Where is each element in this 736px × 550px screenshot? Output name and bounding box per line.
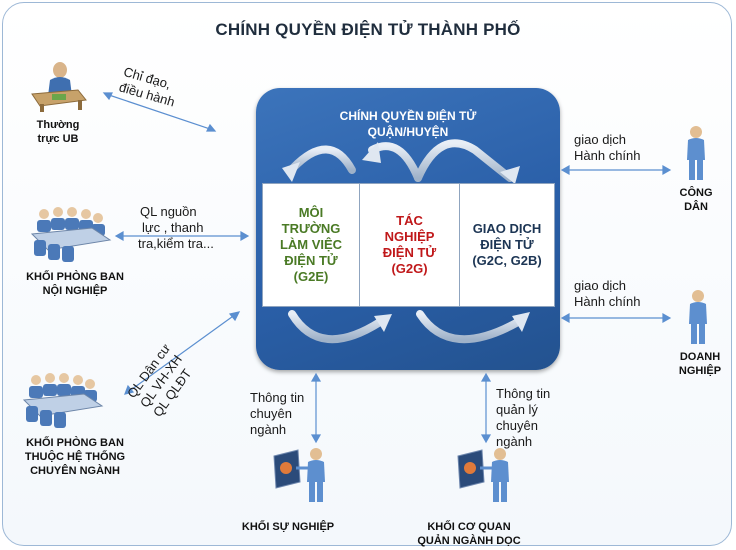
link-thong-tin-2: Thông tin quản lý chuyên ngành (496, 386, 550, 450)
link-line: giao dịch (574, 278, 627, 293)
g2e-line: TRƯỜNG (281, 221, 341, 236)
link-line: ngành (250, 422, 287, 437)
g2e-line: MÔI (298, 205, 324, 220)
link-line: chuyên (250, 406, 292, 421)
cycle-arrow-icon (282, 145, 356, 182)
link-ql-nguon-luc: QL nguồn lực , thanh tra,kiểm tra... (138, 204, 214, 252)
core-title-line-1: CHÍNH QUYỀN ĐIỆN TỬ (339, 109, 477, 123)
link-line: Hành chính (574, 148, 641, 163)
link-line: giao dịch (574, 132, 627, 147)
node-cong-dan: CÔNG DÂN (668, 186, 724, 214)
link-line: chuyên (496, 418, 538, 433)
presenter-board-icon (457, 448, 509, 502)
link-line: tra,kiểm tra... (138, 236, 214, 251)
box-g2c-g2b: GIAO DỊCH ĐIỆN TỬ (G2C, G2B) (459, 183, 555, 307)
desk-worker-icon (31, 62, 87, 112)
cycle-arrow-icon (362, 139, 520, 184)
g2e-line: LÀM VIỆC (279, 237, 343, 252)
cycle-arrow-icon (416, 310, 530, 344)
cycle-arrow-icon (288, 310, 392, 344)
link-line: Thông tin (496, 386, 551, 401)
link-line: Hành chính (574, 294, 641, 309)
node-line: KHỐI SỰ NGHIỆP (241, 521, 335, 533)
link-giao-dich-2: giao dịch Hành chính (574, 278, 641, 310)
node-line: THUỘC HỆ THỐNG (24, 451, 126, 463)
node-line: CHUYÊN NGÀNH (30, 465, 120, 477)
g2g-line: NGHIỆP (384, 229, 435, 244)
node-khoi-co-quan: KHỐI CƠ QUAN QUẢN NGÀNH DỌC (404, 520, 534, 548)
link-line: QL nguồn (140, 204, 197, 219)
g2c-line: ĐIỆN TỬ (480, 237, 534, 252)
box-g2e: MÔI TRƯỜNG LÀM VIỆC ĐIỆN TỬ (G2E) (262, 183, 360, 307)
link-thong-tin-1: Thông tin chuyên ngành (250, 390, 304, 438)
node-line: KHỐI CƠ QUAN (427, 521, 511, 533)
node-line: NỘI NGHIỆP (42, 285, 108, 297)
link-line: ngành (496, 434, 533, 449)
g2g-line: TÁC (396, 213, 423, 228)
core-title-line-2: QUẬN/HUYỆN (367, 125, 449, 139)
node-line: CÔNG (679, 187, 713, 199)
diagram-title: CHÍNH QUYỀN ĐIỆN TỬ THÀNH PHỐ (215, 20, 521, 39)
standing-person-icon (689, 290, 707, 344)
meeting-group-icon (30, 207, 112, 262)
connector-lines (102, 92, 672, 444)
core-title: CHÍNH QUYỀN ĐIỆN TỬ QUẬN/HUYỆN (256, 108, 560, 140)
g2e-line: (G2E) (293, 269, 329, 284)
g2g-line: (G2G) (391, 261, 428, 276)
g2g-line: ĐIỆN TỬ (382, 245, 437, 260)
node-line: trực UB (37, 133, 79, 145)
node-line: KHỐI PHÒNG BAN (26, 271, 124, 283)
node-line: DOANH (679, 351, 721, 363)
standing-person-icon (687, 126, 705, 180)
node-line: Thường (36, 119, 80, 131)
g2c-line: GIAO DỊCH (472, 221, 542, 236)
node-line: DÂN (684, 201, 708, 213)
link-line: quản lý (496, 402, 538, 417)
meeting-group-icon (22, 373, 104, 428)
node-thuong-truc: Thường trực UB (18, 118, 98, 146)
g2c-line: (G2C, G2B) (472, 253, 542, 268)
node-line: NGHIỆP (678, 365, 722, 377)
node-khoi-noi-nghiep: KHỐI PHÒNG BAN NỘI NGHIỆP (16, 270, 134, 298)
presenter-board-icon (273, 448, 325, 502)
node-khoi-su-nghiep: KHỐI SỰ NGHIỆP (228, 520, 348, 534)
link-line: Thông tin (250, 390, 305, 405)
link-line: lực , thanh (142, 220, 204, 235)
node-line: QUẢN NGÀNH DỌC (417, 535, 521, 547)
box-g2g: TÁC NGHIỆP ĐIỆN TỬ (G2G) (359, 183, 460, 307)
node-line: KHỐI PHÒNG BAN (26, 437, 124, 449)
g2e-line: ĐIỆN TỬ (284, 253, 338, 268)
link-giao-dich-1: giao dịch Hành chính (574, 132, 641, 164)
node-khoi-chuyen-nganh: KHỐI PHÒNG BAN THUỘC HỆ THỐNG CHUYÊN NGÀ… (10, 436, 140, 478)
node-doanh-nghiep: DOANH NGHIỆP (670, 350, 730, 378)
